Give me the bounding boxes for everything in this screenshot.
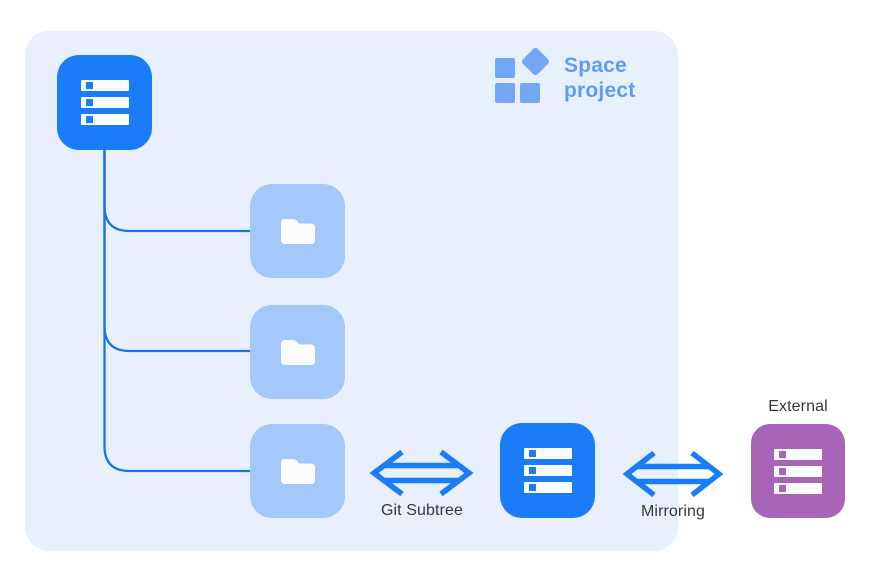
folder-icon [280,459,315,484]
mirroring-double-arrow-icon [623,450,723,498]
space-project-title-line1: Space [564,54,627,77]
folder-node-2 [250,305,345,399]
folder-icon [280,219,315,244]
main-repository-node [57,55,152,150]
repository-icon [523,448,572,493]
git-subtree-double-arrow-icon [369,449,474,497]
space-project-title-line2: project [564,79,636,102]
space-logo-icon [495,46,551,104]
space-project-title: Space project [564,53,635,103]
logo-square-bottom-left [495,83,515,103]
mirroring-label: Mirroring [640,503,706,520]
subtree-repository-node [500,423,595,518]
folder-node-3 [250,424,345,518]
repository-icon [774,448,822,494]
logo-square-top-left [495,58,515,78]
logo-diamond [520,46,551,77]
folder-node-1 [250,184,345,278]
external-label: External [768,398,828,415]
external-repository-node [751,424,845,518]
folder-icon [280,340,315,365]
git-subtree-label: Git Subtree [380,502,464,519]
repository-icon [80,80,129,125]
logo-square-bottom-right [520,83,540,103]
